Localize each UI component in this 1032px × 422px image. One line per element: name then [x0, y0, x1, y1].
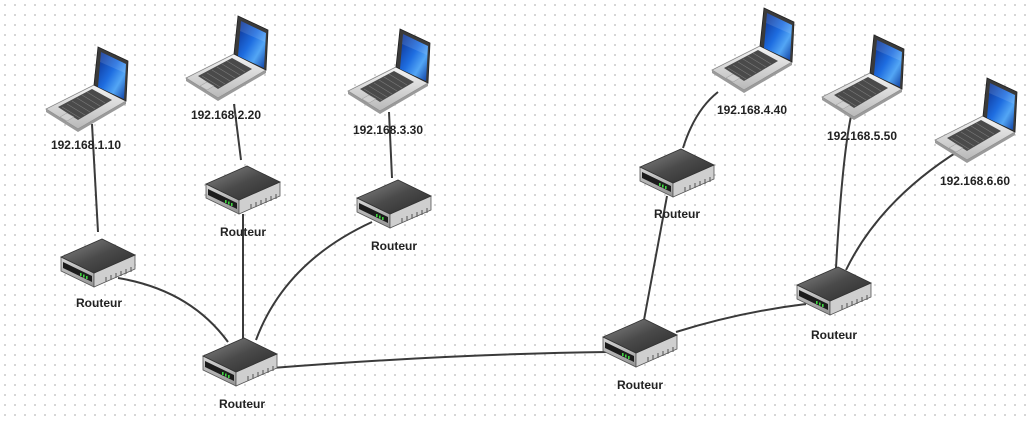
link-pc3-r3 — [388, 111, 393, 179]
router-node-r4[interactable]: Routeur — [202, 337, 278, 411]
link-r3-r4 — [255, 221, 373, 341]
router-label: Routeur — [617, 378, 663, 392]
router-node-r5[interactable]: Routeur — [639, 148, 715, 221]
router-label: Routeur — [654, 207, 700, 221]
router-node-r2[interactable]: Routeur — [205, 165, 281, 239]
router-icon — [356, 179, 432, 229]
link-pc6-r7 — [845, 149, 961, 271]
router-icon — [796, 266, 872, 316]
nodes-layer: RouteurRouteurRouteurRouteurRouteurRoute… — [45, 7, 1018, 411]
link-r1-r4 — [117, 277, 229, 343]
ip-address-label: 192.168.1.10 — [51, 138, 121, 152]
router-icon — [602, 318, 678, 368]
ip-address-label: 192.168.3.30 — [353, 123, 423, 137]
laptop-icon — [821, 34, 905, 121]
link-r6-r7 — [675, 303, 807, 333]
router-label: Routeur — [220, 225, 266, 239]
laptop-icon — [934, 77, 1018, 164]
router-label: Routeur — [811, 328, 857, 342]
link-pc5-r7 — [835, 115, 852, 269]
laptop-node-pc4[interactable]: 192.168.4.40 — [711, 7, 795, 117]
laptop-icon — [45, 46, 129, 133]
router-node-r3[interactable]: Routeur — [356, 179, 432, 253]
router-node-r1[interactable]: Routeur — [60, 238, 136, 310]
ip-address-label: 192.168.5.50 — [827, 129, 897, 143]
ip-address-label: 192.168.4.40 — [717, 103, 787, 117]
laptop-node-pc6[interactable]: 192.168.6.60 — [934, 77, 1018, 188]
laptop-icon — [711, 7, 795, 94]
router-label: Routeur — [371, 239, 417, 253]
router-icon — [202, 337, 278, 387]
link-r5-r6 — [643, 195, 668, 321]
laptop-node-pc3[interactable]: 192.168.3.30 — [347, 28, 431, 137]
ip-address-label: 192.168.6.60 — [940, 174, 1010, 188]
laptop-icon — [347, 28, 431, 115]
router-icon — [639, 148, 715, 198]
links-layer — [91, 91, 961, 369]
laptop-node-pc1[interactable]: 192.168.1.10 — [45, 46, 129, 152]
laptop-node-pc5[interactable]: 192.168.5.50 — [821, 34, 905, 143]
laptop-node-pc2[interactable]: 192.168.2.20 — [185, 15, 269, 122]
link-r4-r6 — [271, 351, 609, 369]
router-label: Routeur — [219, 397, 265, 411]
link-pc4-r5 — [682, 91, 719, 149]
ip-address-label: 192.168.2.20 — [191, 108, 261, 122]
link-pc1-r1 — [91, 123, 99, 233]
router-label: Routeur — [76, 296, 122, 310]
link-pc2-r2 — [233, 103, 242, 161]
router-node-r7[interactable]: Routeur — [796, 266, 872, 342]
router-icon — [205, 165, 281, 215]
router-node-r6[interactable]: Routeur — [602, 318, 678, 392]
laptop-icon — [185, 15, 269, 102]
